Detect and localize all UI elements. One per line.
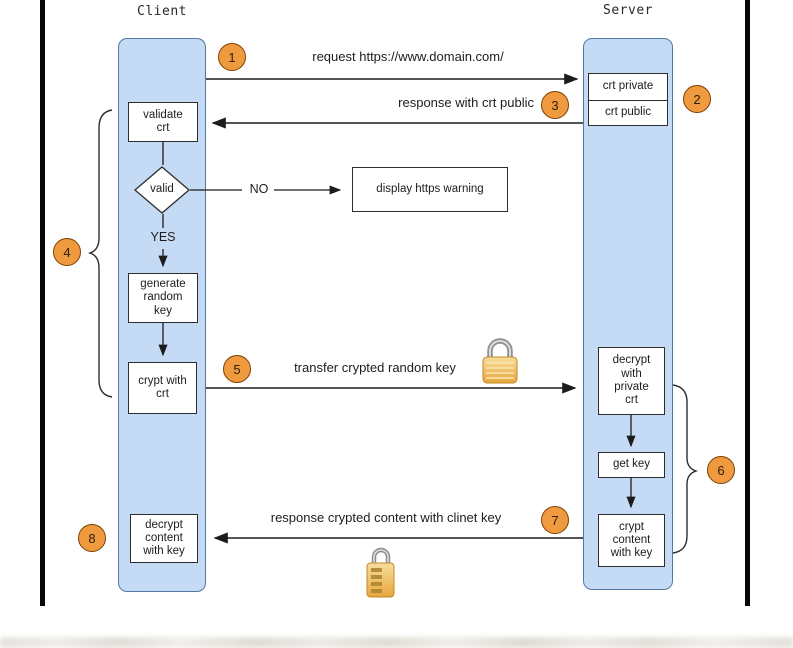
node-crt-private-label: crt private: [602, 80, 654, 93]
node-validate-crt-label: validate crt: [143, 108, 183, 134]
message-response-crt-label: response with crt public: [398, 95, 534, 110]
node-valid-label: valid: [150, 183, 174, 195]
message-request-label: request https://www.domain.com/: [312, 49, 504, 64]
node-crt-public: crt public: [588, 100, 668, 126]
step-8-badge: 8: [78, 524, 106, 552]
node-crt-private: crt private: [588, 73, 668, 101]
node-decrypt-private-crt-label: decrypt with private crt: [612, 354, 651, 407]
node-get-key: get key: [598, 452, 665, 478]
combination-padlock-icon: [366, 547, 395, 598]
message-response-content-label: response crypted content with clinet key: [270, 510, 502, 525]
node-crypt-with-crt-label: crypt with crt: [138, 374, 187, 400]
step-5-badge: 5: [223, 355, 251, 383]
node-display-warning: display https warning: [352, 167, 508, 212]
blurred-content-strip: [0, 637, 793, 648]
right-frame-bar: [745, 0, 750, 606]
left-frame-bar: [40, 0, 45, 606]
step-2-badge: 2: [683, 85, 711, 113]
node-crypt-content: crypt content with key: [598, 514, 665, 567]
valid-decision-diamond: [133, 166, 191, 214]
node-crypt-with-crt: crypt with crt: [128, 362, 197, 414]
step-1-badge: 1: [218, 43, 246, 71]
padlock-icon: [482, 338, 518, 384]
node-crt-public-label: crt public: [604, 106, 652, 119]
node-decrypt-private-crt: decrypt with private crt: [598, 347, 665, 415]
node-crypt-content-label: crypt content with key: [610, 520, 653, 560]
step-7-badge: 7: [541, 506, 569, 534]
node-decrypt-content-label: decrypt content with key: [143, 518, 185, 558]
branch-no-label: NO: [249, 182, 269, 196]
client-lane-title: Client: [137, 4, 187, 19]
node-generate-key: generate random key: [128, 273, 198, 323]
step-6-badge: 6: [707, 456, 735, 484]
branch-yes-label: YES: [150, 230, 176, 244]
step-6-brace: [672, 384, 699, 554]
step-4-badge: 4: [53, 238, 81, 266]
node-validate-crt: validate crt: [128, 102, 198, 142]
step-3-badge: 3: [541, 91, 569, 119]
server-lane-title: Server: [603, 3, 653, 18]
node-generate-key-label: generate random key: [140, 278, 186, 317]
node-decrypt-content: decrypt content with key: [130, 514, 198, 563]
node-display-warning-label: display https warning: [376, 182, 484, 195]
step-4-brace: [87, 109, 113, 398]
message-transfer-key-label: transfer crypted random key: [294, 360, 456, 375]
node-get-key-label: get key: [612, 458, 651, 471]
